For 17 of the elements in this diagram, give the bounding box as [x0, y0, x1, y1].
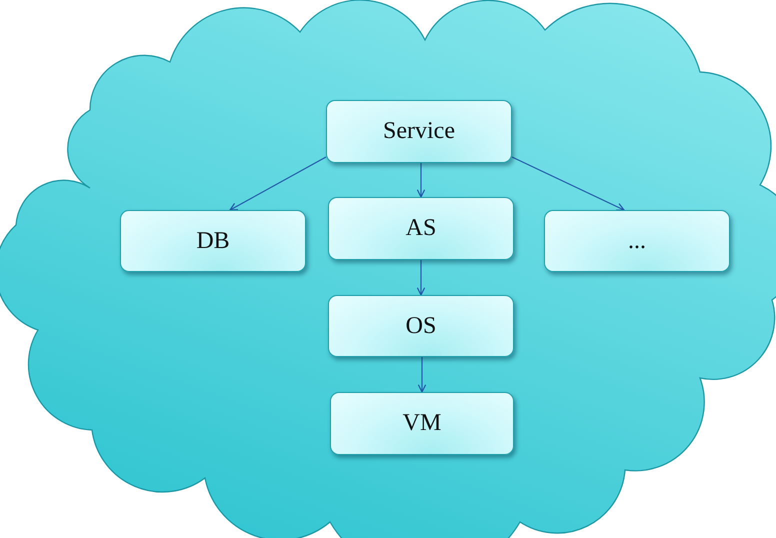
process-box: [328, 197, 514, 260]
process-box: [544, 210, 730, 272]
box-label: Service: [383, 118, 455, 145]
arrow: [416, 163, 426, 198]
process-box: [326, 100, 512, 163]
arrow: [512, 156, 625, 211]
box-label: VM: [402, 410, 442, 437]
arrow: [418, 357, 426, 393]
arrow: [416, 260, 426, 296]
process-box: [330, 392, 514, 455]
box-label: ...: [628, 228, 646, 254]
box-label: OS: [406, 312, 436, 340]
process-box: [328, 295, 514, 357]
box-label: AS: [406, 215, 436, 242]
process-box: [120, 210, 306, 272]
arrow: [229, 156, 326, 211]
box-label: DB: [196, 228, 230, 254]
